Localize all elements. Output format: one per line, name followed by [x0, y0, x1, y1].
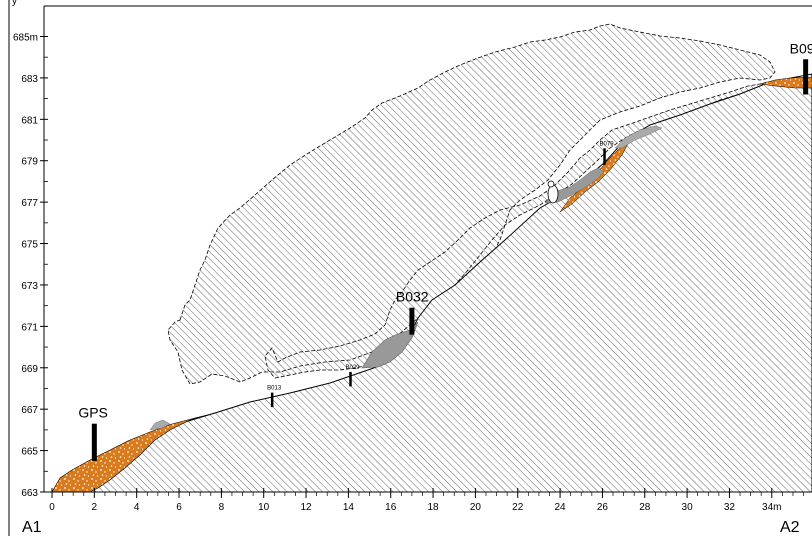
y-tick-label: 667: [21, 405, 38, 416]
y-tick-label: 665: [21, 447, 38, 458]
gray-deposit-top: [614, 125, 663, 149]
x-tick-label: 32: [724, 502, 736, 513]
x-tick-label: 26: [597, 502, 609, 513]
title-fragment: y: [12, 0, 17, 7]
end-label-right: A2: [780, 519, 800, 536]
x-tick-label: 0: [49, 502, 55, 513]
ceiling-rock-mass: [167, 23, 776, 385]
x-tick-label: 34m: [762, 502, 781, 513]
borehole-markers: GPS B032 B098B013 B029 B079: [78, 40, 812, 461]
y-tick-label: 663: [21, 488, 38, 499]
x-tick-label: 4: [134, 502, 140, 513]
marker-label: B032: [396, 289, 429, 305]
gray-deposit-left: [149, 419, 171, 431]
x-tick-label: 20: [470, 502, 482, 513]
x-tick-label: 24: [555, 502, 567, 513]
x-tick-label: 12: [300, 502, 312, 513]
marker-label: B098: [790, 40, 812, 56]
x-tick-label: 6: [176, 502, 182, 513]
y-tick-label: 675: [21, 240, 38, 251]
marker-label: B029: [345, 365, 360, 371]
y-tick-label: 673: [21, 281, 38, 292]
sediment-right: [759, 76, 812, 89]
x-tick-label: 2: [92, 502, 98, 513]
marker-label: B079: [600, 141, 615, 147]
y-tick-label: 681: [21, 115, 38, 126]
x-tick-label: 8: [219, 502, 225, 513]
x-tick-label: 28: [639, 502, 651, 513]
end-label-left: A1: [22, 519, 42, 536]
x-tick-label: 10: [258, 502, 270, 513]
person-figure: [547, 180, 559, 204]
sediment-left: [51, 412, 216, 493]
gray-deposit-upper: [544, 167, 605, 204]
x-tick-label: 14: [343, 502, 355, 513]
y-tick-label: 669: [21, 364, 38, 375]
y-tick-label: 679: [21, 157, 38, 168]
x-tick-label: 16: [385, 502, 397, 513]
x-tick-label: 30: [682, 502, 694, 513]
marker-label: GPS: [78, 405, 108, 421]
y-tick-label: 683: [21, 74, 38, 85]
y-tick-label: 671: [21, 322, 38, 333]
x-tick-label: 18: [427, 502, 439, 513]
marker-label: B013: [267, 386, 282, 392]
y-tick-label: 677: [21, 198, 38, 209]
y-tick-label: 685m: [13, 32, 38, 43]
gray-deposit-lower: [361, 321, 419, 369]
x-tick-label: 22: [512, 502, 524, 513]
y-axis-ticks: 685m 683 681 679 677 675 673 671 669 667 665 663: [13, 32, 48, 499]
